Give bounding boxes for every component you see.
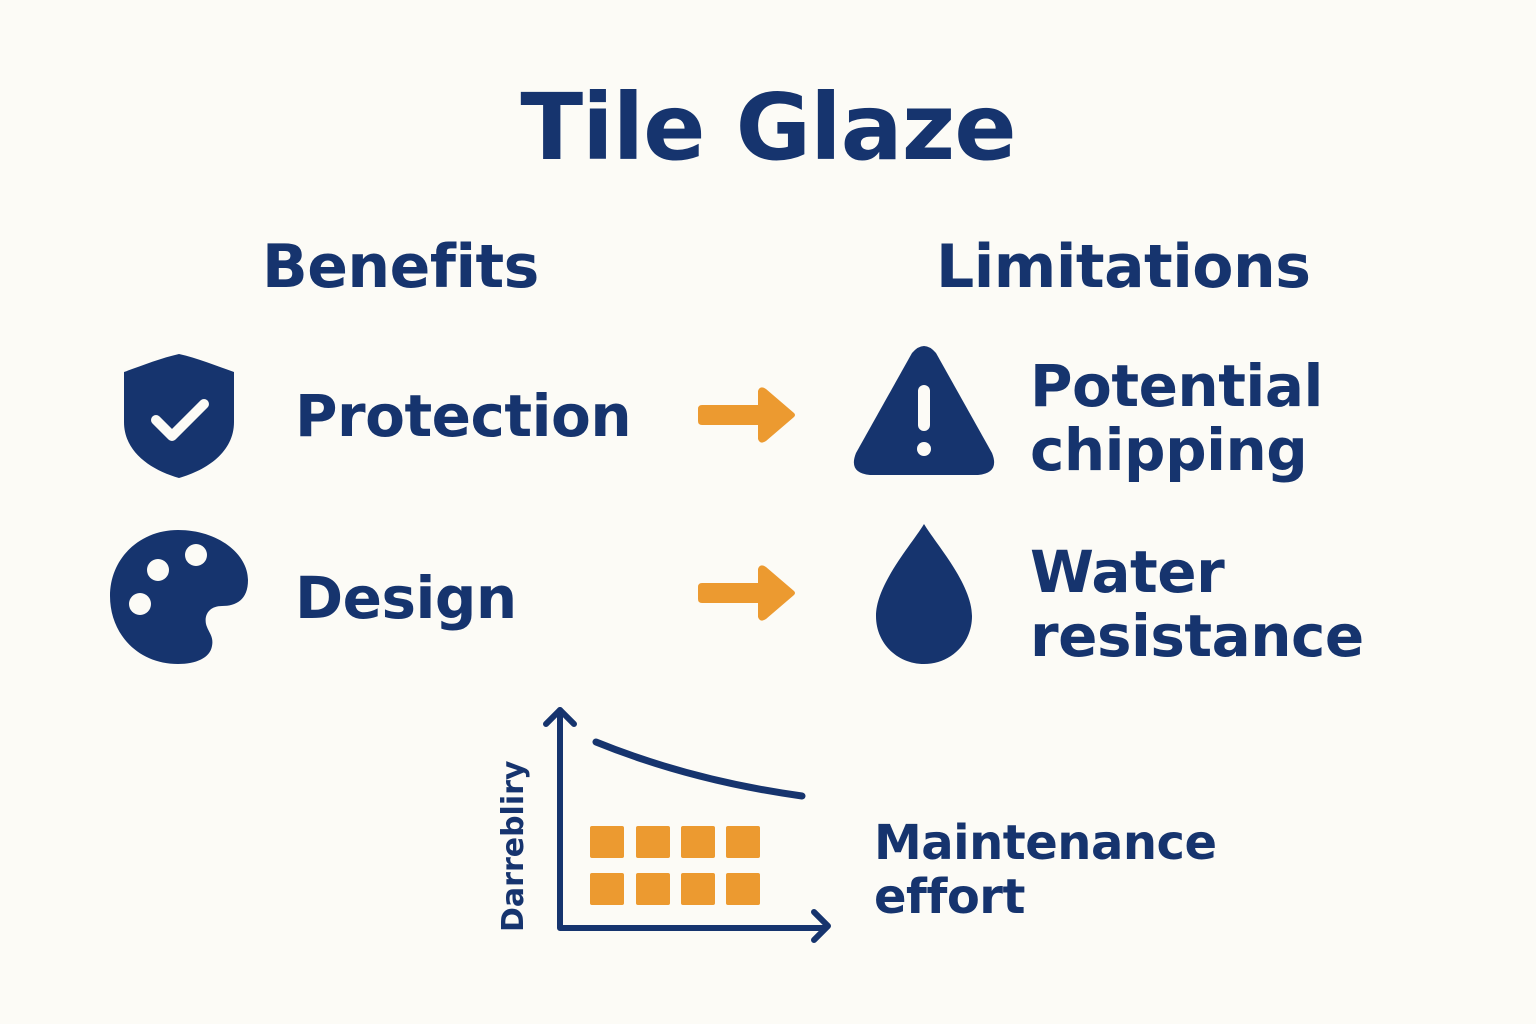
limitation-label-chipping: Potential chipping bbox=[1030, 354, 1323, 482]
chart-x-label-line1: Maintenance bbox=[874, 815, 1217, 871]
limitation-label-line2: chipping bbox=[1030, 416, 1308, 484]
chart-x-label-line2: effort bbox=[874, 869, 1025, 925]
chart-y-axis-label: Darrebliry bbox=[496, 760, 531, 932]
shield-check-icon bbox=[122, 352, 236, 480]
benefits-heading: Benefits bbox=[262, 232, 539, 302]
limitation-label-line2: resistance bbox=[1030, 602, 1364, 670]
benefit-label-protection: Protection bbox=[295, 382, 632, 450]
arrow-right-icon bbox=[698, 385, 798, 445]
limitation-label-line1: Water bbox=[1030, 538, 1225, 606]
arrow-right-icon bbox=[698, 563, 798, 623]
water-drop-icon bbox=[874, 522, 974, 666]
limitations-heading: Limitations bbox=[936, 232, 1311, 302]
durability-chart bbox=[540, 700, 840, 950]
chart-x-axis-label: Maintenance effort bbox=[874, 816, 1217, 924]
limitation-label-water: Water resistance bbox=[1030, 540, 1364, 668]
limitation-label-line1: Potential bbox=[1030, 352, 1323, 420]
benefit-label-design: Design bbox=[295, 564, 517, 632]
page-title: Tile Glaze bbox=[520, 74, 1016, 181]
palette-icon bbox=[106, 528, 252, 666]
warning-triangle-icon bbox=[852, 345, 996, 477]
